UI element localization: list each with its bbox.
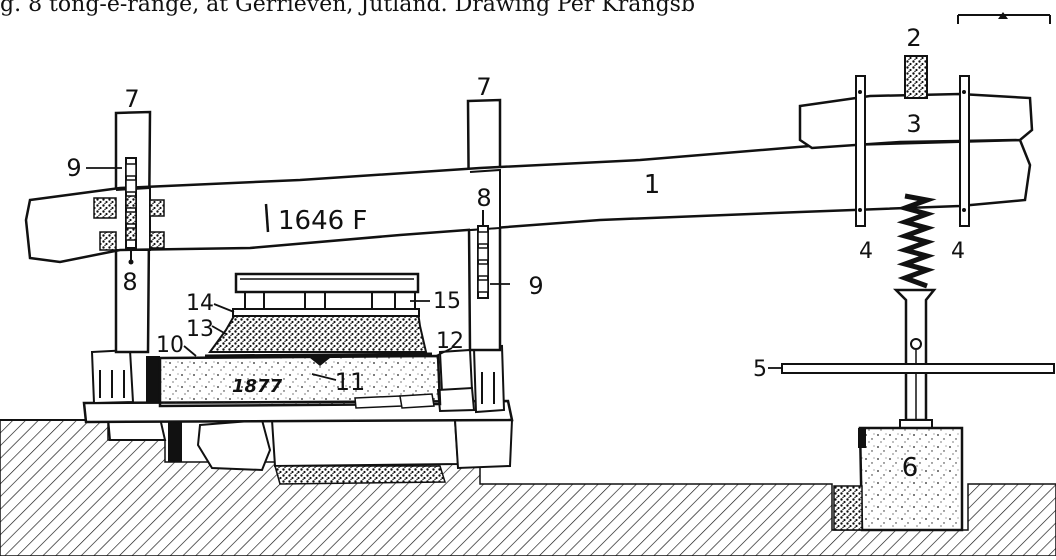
- label-upper-block: 3: [906, 110, 921, 138]
- label-cover: 15: [433, 289, 461, 314]
- label-cheese: 13: [186, 317, 214, 342]
- lever-bar: [781, 363, 1055, 374]
- label-peg-right: 8: [476, 184, 491, 212]
- holes-right: [477, 210, 489, 299]
- label-board: 14: [186, 291, 214, 316]
- label-post-right: 7: [476, 73, 491, 101]
- board-lower: [232, 308, 420, 317]
- post-right-feet: [436, 344, 506, 414]
- label-lever-bar: 5: [753, 357, 767, 382]
- straps: [855, 75, 970, 227]
- foundation-stones: [106, 417, 514, 485]
- label-press-bed-front: 11: [335, 368, 366, 396]
- leader-lines: [86, 167, 782, 381]
- post-left-feet: [90, 348, 160, 405]
- cheese-stack: [208, 310, 428, 353]
- label-strap-right: 4: [951, 239, 965, 264]
- figure-caption: g. 8 tong-e-range, at Gerrieven, Jutland…: [0, 0, 696, 17]
- label-post-left: 7: [124, 85, 139, 113]
- label-peg-left: 8: [122, 268, 137, 296]
- label-beam: 1: [644, 170, 661, 200]
- holes-left: [125, 157, 137, 265]
- beam-clamp-left: [93, 197, 165, 251]
- press-bed: [158, 354, 442, 408]
- label-base-stone: 6: [902, 453, 919, 483]
- board-slats: [244, 291, 416, 310]
- bed-inscription: 1877: [232, 376, 283, 397]
- label-press-bed-left: 10: [156, 333, 184, 358]
- screw: [892, 55, 937, 429]
- label-press-bed-right: 12: [436, 329, 464, 354]
- board-top: [234, 272, 420, 294]
- beam: [24, 138, 1032, 264]
- beam-inscription: 1646 F: [278, 206, 367, 236]
- label-screw: 2: [906, 24, 921, 52]
- scale-bar: [957, 12, 1051, 24]
- label-strap-left: 4: [859, 239, 873, 264]
- label-holes-right: 9: [528, 272, 543, 300]
- label-holes-left: 9: [66, 154, 81, 182]
